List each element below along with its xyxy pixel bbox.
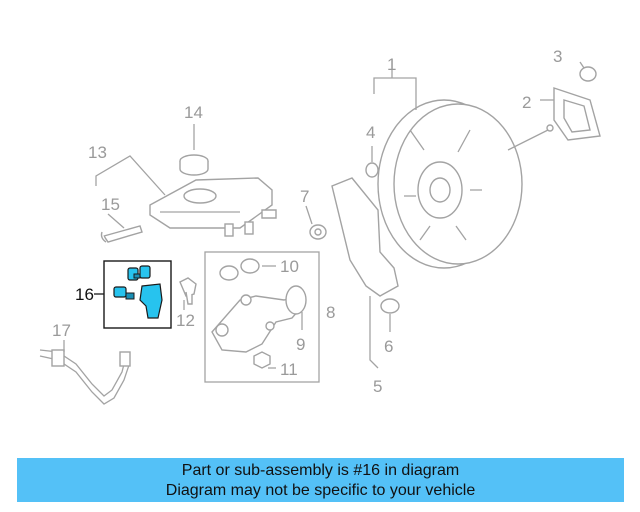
callout-17: 17 (52, 321, 71, 340)
master-cylinder-box (204, 251, 320, 383)
grommet-6 (380, 298, 400, 314)
callout-3: 3 (553, 47, 562, 66)
callout-13: 13 (88, 143, 107, 162)
caption-line-2: Diagram may not be specific to your vehi… (165, 482, 476, 499)
callout-1: 1 (387, 55, 396, 74)
nut-11 (253, 351, 271, 369)
gasket-2 (553, 87, 601, 141)
bolt-12 (179, 277, 197, 305)
sensor-harness (39, 349, 131, 405)
nut-3 (579, 66, 597, 82)
plate-5 (331, 177, 399, 297)
grommets-10 (219, 258, 260, 281)
brake-booster (377, 99, 554, 269)
callout-16: 16 (75, 285, 94, 304)
callout-12: 12 (176, 311, 195, 330)
fluid-reservoir (149, 177, 277, 237)
caption-banner: Part or sub-assembly is #16 in diagram D… (17, 458, 624, 502)
nut-7 (309, 224, 327, 240)
callout-10: 10 (280, 257, 299, 276)
callout-6: 6 (384, 337, 393, 356)
callout-4: 4 (366, 123, 375, 142)
retaining-pin (100, 225, 143, 243)
callout-2: 2 (522, 93, 531, 112)
callout-11: 11 (280, 360, 298, 379)
callout-15: 15 (101, 195, 120, 214)
reservoir-cap (179, 124, 209, 176)
o-ring-9 (285, 285, 307, 315)
callout-14: 14 (184, 103, 203, 122)
callout-8: 8 (326, 303, 335, 322)
caption-line-1: Part or sub-assembly is #16 in diagram (181, 462, 460, 479)
callout-9: 9 (296, 335, 305, 354)
callout-5: 5 (373, 377, 382, 396)
parts-diagram: 1 2 3 4 5 6 7 8 9 10 11 12 13 14 15 16 1… (39, 47, 601, 405)
highlighted-part-16[interactable] (113, 265, 163, 319)
callout-7: 7 (300, 187, 309, 206)
nut-4 (365, 162, 379, 178)
